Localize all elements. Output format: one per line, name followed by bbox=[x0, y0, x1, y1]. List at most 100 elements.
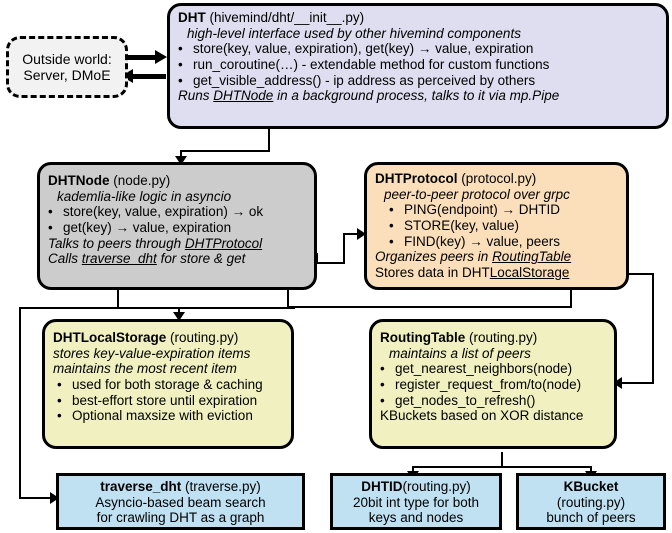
traverse-arrow bbox=[50, 492, 59, 504]
bullet-icon: • bbox=[178, 56, 183, 72]
kbucket-line3: bunch of peers bbox=[546, 510, 636, 526]
bullet-icon: • bbox=[57, 408, 62, 424]
dhtid-module: (routing.py) bbox=[402, 479, 471, 494]
dhtlocalstorage-subtitle1: stores key-value-expiration items bbox=[53, 345, 251, 361]
routingtable-bullet-2: • get_nodes_to_refresh() bbox=[380, 393, 607, 409]
traverse-v-left bbox=[19, 307, 21, 499]
dht-subtitle: high-level interface used by other hivem… bbox=[187, 25, 521, 41]
dhtnode-subtitle: kademlia-like logic in asyncio bbox=[57, 188, 232, 204]
traverse-h-left bbox=[19, 307, 119, 309]
dhtnode-footer2-post: for store & get bbox=[156, 251, 246, 267]
dhtlocalstorage-bullet-2-text: Optional maxsize with eviction bbox=[72, 408, 253, 424]
traverse-dht-line3: for crawling DHT as a graph bbox=[96, 510, 265, 526]
dhtlocalstorage-bullet-2: • Optional maxsize with eviction bbox=[53, 408, 284, 424]
outside-world-line1: Outside world: bbox=[22, 51, 112, 67]
dht-bullet-0: • store(key, value, expiration), get(key… bbox=[178, 41, 659, 57]
routingtable-bullet-2-text: get_nodes_to_refresh() bbox=[395, 392, 536, 408]
dhtnode-link-dhtprotocol[interactable]: DHTProtocol bbox=[184, 235, 263, 251]
protocol-to-storage-stub bbox=[287, 290, 289, 307]
dht-bullet-2-text: get_visible_address() - ip address as pe… bbox=[193, 72, 536, 88]
dht-name: DHT bbox=[178, 10, 206, 25]
dhtid-line3: keys and nodes bbox=[368, 510, 464, 526]
traverse-dht-box: traverse_dht (traverse.py) Asyncio-based… bbox=[56, 473, 305, 530]
dht-bullet-1: • run_coroutine(…) - extendable method f… bbox=[178, 57, 659, 73]
dhtlocalstorage-box: DHTLocalStorage (routing.py) stores key-… bbox=[42, 319, 294, 449]
bullet-icon: • bbox=[48, 204, 53, 220]
protocol-to-routing-v bbox=[652, 273, 654, 384]
routingtable-bullet-1: • register_request_from/to(node) bbox=[380, 377, 607, 393]
dhtlocalstorage-subtitle2: maintains the most recent item bbox=[53, 361, 237, 377]
bullet-icon: • bbox=[57, 376, 62, 392]
dhtlocalstorage-bullet-1-text: best-effort store until expiration bbox=[72, 392, 258, 408]
protocol-to-storage-h bbox=[287, 306, 572, 308]
dhtprotocol-bullet-2: • FIND(key) → value, peers bbox=[375, 234, 619, 250]
bullet-icon: • bbox=[389, 233, 394, 249]
dhtnode-footer2-pre: Calls bbox=[48, 251, 82, 267]
dht-bullet-1-text: run_coroutine(…) - extendable method for… bbox=[193, 56, 550, 72]
traverse-h-in bbox=[19, 497, 57, 499]
routingtable-subtitle: maintains a list of peers bbox=[389, 345, 531, 361]
dhtnode-protocol-tick bbox=[316, 253, 318, 264]
routing-split-v bbox=[501, 452, 503, 468]
dht-to-dhtnode-arrow bbox=[175, 156, 187, 165]
protocol-to-routing-arrow bbox=[613, 377, 622, 389]
dht-footer: Runs DHTNode in a background process, ta… bbox=[178, 88, 659, 104]
kbucket-name: KBucket bbox=[563, 479, 619, 494]
dhtlocalstorage-bullet-0-text: used for both storage & caching bbox=[72, 376, 263, 392]
dht-box: DHT (hivemind/dht/__init__.py) high-leve… bbox=[167, 3, 669, 129]
dht-to-dhtnode-vline bbox=[268, 128, 270, 152]
dht-footer-post: in a background process, talks to it via… bbox=[273, 88, 560, 104]
dht-to-outside-line bbox=[130, 74, 166, 79]
routingtable-bullet-0: • get_nearest_neighbors(node) bbox=[380, 361, 607, 377]
outside-world-line2: Server, DMoE bbox=[23, 67, 111, 84]
dhtnode-footer1: Talks to peers through DHTProtocol bbox=[48, 236, 307, 252]
dhtnode-bullet-1-text: get(key) → value, expiration bbox=[63, 219, 232, 235]
traverse-dht-line2: Asyncio-based beam search bbox=[95, 494, 266, 510]
protocol-to-storage-v bbox=[570, 290, 572, 308]
dht-module: (hivemind/dht/__init__.py) bbox=[209, 10, 365, 25]
dhtnode-footer1-pre: Talks to peers through bbox=[48, 235, 185, 251]
dhtprotocol-module: (protocol.py) bbox=[461, 171, 537, 186]
routingtable-bullet-0-text: get_nearest_neighbors(node) bbox=[395, 361, 573, 377]
dht-footer-link-dhtnode[interactable]: DHTNode bbox=[213, 88, 274, 104]
dhtid-name: DHTID bbox=[361, 479, 403, 494]
dhtnode-to-protocol-h2 bbox=[343, 233, 365, 235]
dhtprotocol-link-localstorage[interactable]: LocalStorage bbox=[489, 264, 570, 280]
bullet-icon: • bbox=[48, 219, 53, 235]
dhtnode-to-protocol-h1 bbox=[316, 262, 345, 264]
dhtprotocol-footer2: Stores data in DHTLocalStorage bbox=[375, 265, 619, 281]
dhtlocalstorage-title-row: DHTLocalStorage (routing.py) bbox=[53, 326, 284, 346]
dhtprotocol-bullet-2-text: FIND(key) → value, peers bbox=[404, 233, 561, 249]
outside-to-dht-line bbox=[124, 55, 160, 60]
dhtnode-to-protocol-arrow bbox=[357, 228, 366, 240]
dht-bullet-0-text: store(key, value, expiration), get(key) … bbox=[193, 41, 534, 57]
outside-to-dht-arrow bbox=[155, 50, 167, 64]
dhtprotocol-footer1: Organizes peers in RoutingTable bbox=[375, 249, 619, 265]
routingtable-footer: KBuckets based on XOR distance bbox=[380, 408, 584, 424]
routing-split-h bbox=[412, 466, 592, 468]
dhtnode-bullet-1: • get(key) → value, expiration bbox=[48, 220, 307, 236]
bullet-icon: • bbox=[380, 361, 385, 377]
protocol-to-routing-h2 bbox=[620, 382, 654, 384]
kbucket-module: (routing.py) bbox=[556, 494, 626, 510]
routingtable-title-row: RoutingTable (routing.py) bbox=[380, 326, 607, 346]
traverse-stub bbox=[117, 290, 119, 291]
dhtnode-title-row: DHTNode (node.py) bbox=[48, 169, 307, 189]
dhtlocalstorage-bullet-0: • used for both storage & caching bbox=[53, 377, 284, 393]
dhtprotocol-box: DHTProtocol (protocol.py) peer-to-peer p… bbox=[364, 162, 629, 290]
dhtnode-box: DHTNode (node.py) kademlia-like logic in… bbox=[37, 162, 317, 290]
traverse-dht-title-row: traverse_dht (traverse.py) bbox=[63, 479, 298, 495]
routingtable-box: RoutingTable (routing.py) maintains a li… bbox=[369, 319, 617, 449]
dht-bullet-2: • get_visible_address() - ip address as … bbox=[178, 73, 659, 89]
dhtnode-module: (node.py) bbox=[113, 173, 171, 188]
dhtprotocol-title-row: DHTProtocol (protocol.py) bbox=[375, 169, 619, 187]
traverse-dht-module: (traverse.py) bbox=[185, 479, 261, 494]
dht-to-dhtnode-hline bbox=[180, 150, 270, 152]
dhtprotocol-bullet-1-text: STORE(key, value) bbox=[404, 217, 520, 233]
dhtprotocol-link-routingtable[interactable]: RoutingTable bbox=[492, 249, 572, 265]
dhtnode-bullet-0-text: store(key, value, expiration) → ok bbox=[63, 204, 264, 220]
dhtnode-to-storage-v1 bbox=[117, 290, 119, 309]
dhtnode-link-traverse-dht[interactable]: traverse_dht bbox=[81, 251, 157, 267]
dhtprotocol-footer2-pre: Stores data in DHT bbox=[375, 264, 490, 280]
